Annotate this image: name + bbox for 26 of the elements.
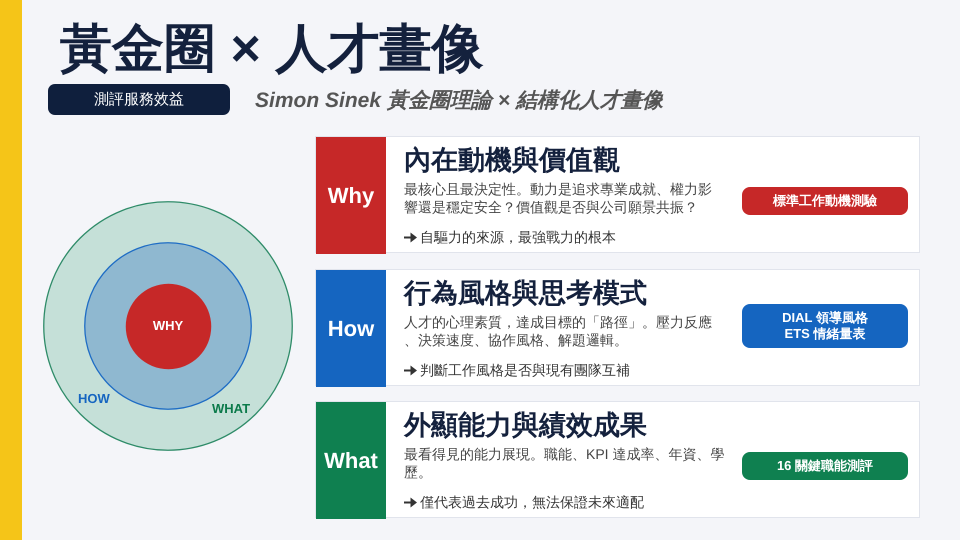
category-tab: What — [316, 402, 386, 519]
card — [315, 269, 920, 386]
card-description: 最核心且最決定性。動力是追求專業成就、權力影響還是穩定安全？價值觀是否與公司願景共振？ — [404, 180, 713, 216]
card — [315, 136, 920, 253]
card-description: 人才的心理素質，達成目標的「路徑」。壓力反應、決策速度、協作風格、解題邏輯。 — [404, 313, 713, 349]
card-heading: 內在動機與價值觀 — [404, 144, 620, 176]
inner-circle — [124, 282, 212, 370]
assessment-tag: 標準工作動機測驗 — [742, 187, 908, 215]
category-tab: How — [316, 270, 386, 387]
ring-label: WHAT — [212, 402, 250, 416]
assessment-tag: DIAL 領導風格 ETS 情緒量表 — [742, 304, 908, 348]
category-tab: Why — [316, 137, 386, 254]
card-note: 自驅力的來源，最強戰力的根本 — [420, 228, 616, 246]
assessment-tag: 16 關鍵職能測評 — [742, 452, 908, 480]
subtitle: Simon Sinek 黃金圈理論 × 結構化人才畫像 — [255, 88, 663, 114]
card-note: 判斷工作風格是否與現有團隊互補 — [420, 361, 630, 379]
card — [315, 401, 920, 518]
card-heading: 外顯能力與績效成果 — [404, 409, 647, 441]
card-heading: 行為風格與思考模式 — [404, 277, 647, 309]
circle-label: WHY — [152, 318, 184, 334]
card-note: 僅代表過去成功，無法保證未來適配 — [420, 493, 644, 511]
ring-label: HOW — [78, 392, 110, 406]
card-description: 最看得見的能力展現。職能、KPI 達成率、年資、學歷。 — [404, 445, 725, 481]
outer-circle — [43, 201, 293, 451]
badge: 測評服務效益 — [48, 84, 230, 115]
title: 黃金圈 × 人才畫像 — [60, 19, 484, 79]
